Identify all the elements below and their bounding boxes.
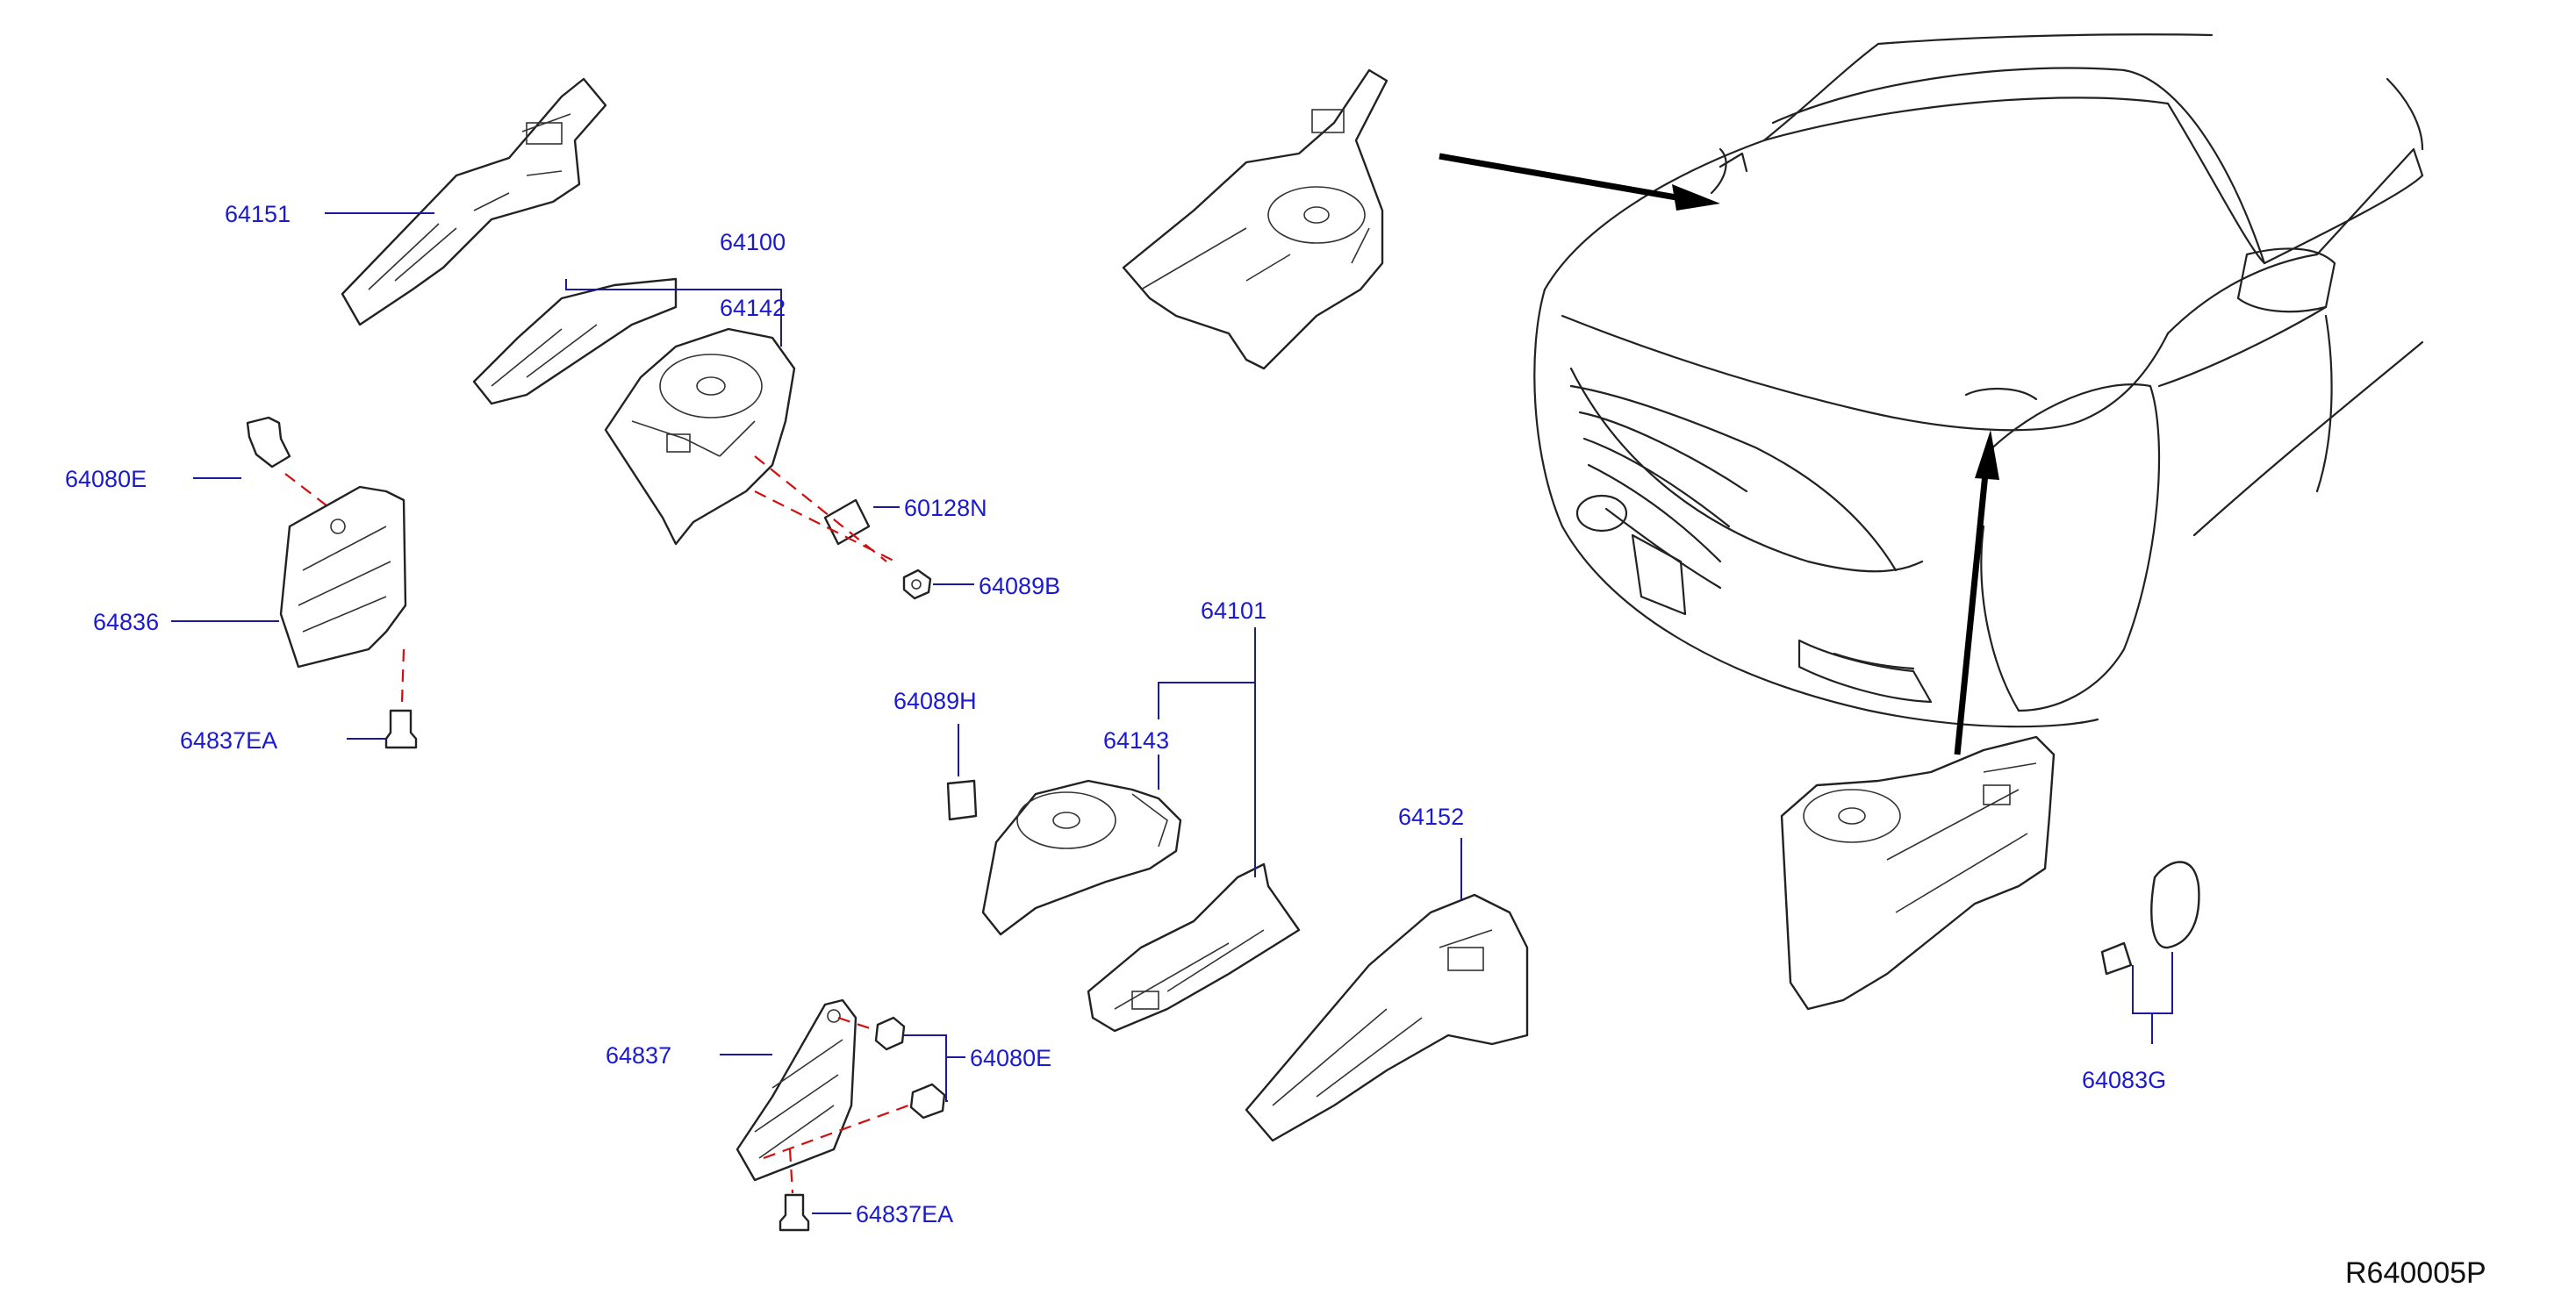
part-60128N-shape: [754, 455, 896, 562]
label-64089B: 64089B: [979, 573, 1060, 599]
part-64080E-bottom-shape: [874, 1016, 946, 1120]
label-64080E-top: 64080E: [65, 466, 147, 492]
label-64089H: 64089H: [893, 688, 977, 714]
label-64837EA-bottom: 64837EA: [856, 1201, 953, 1227]
part-64152-shape: [1245, 893, 1529, 1142]
part-64089B-shape: [902, 569, 932, 600]
label-64151: 64151: [225, 201, 291, 227]
label-64836: 64836: [93, 609, 159, 635]
label-64100: 64100: [720, 229, 786, 255]
label-64837EA-top: 64837EA: [180, 727, 277, 754]
part-64080E-top-shape: [246, 416, 343, 519]
part-64089H-shape: [946, 779, 978, 821]
part-64837-shape: [735, 998, 909, 1194]
part-64083G-shape: [2100, 861, 2200, 976]
label-64152: 64152: [1398, 804, 1464, 830]
arrow-to-cowl-location: [1439, 153, 1677, 201]
diagram-reference-code: R640005P: [2345, 1256, 2486, 1290]
label-64143: 64143: [1103, 727, 1169, 754]
part-64837EA-top-shape: [384, 709, 418, 749]
part-64143-shape: [981, 779, 1182, 936]
label-60128N: 60128N: [904, 495, 987, 521]
label-64142: 64142: [720, 295, 786, 321]
location-arrows: [1439, 153, 1999, 755]
leader-lines: [171, 212, 2173, 1214]
rh-assembly-illustration: [1780, 735, 2056, 1011]
label-64837: 64837: [606, 1042, 671, 1069]
arrowhead-cowl-icon: [1672, 184, 1720, 211]
vehicle-front-illustration: [1533, 33, 2424, 728]
part-64837EA-bottom-shape: [779, 1193, 810, 1232]
part-64101-rail-shape: [1087, 862, 1301, 1033]
part-64151-shape: [341, 77, 607, 326]
label-64080E-bottom: 64080E: [970, 1045, 1051, 1071]
part-64142-shape: [472, 277, 796, 546]
label-64101: 64101: [1201, 597, 1266, 624]
arrow-to-hoodledge-location: [1954, 473, 1989, 755]
label-64083G: 64083G: [2082, 1067, 2166, 1093]
arrowhead-hoodledge-icon: [1975, 430, 1999, 480]
cowl-assembly-illustration: [1122, 68, 1388, 370]
part-64836-shape: [279, 485, 407, 703]
